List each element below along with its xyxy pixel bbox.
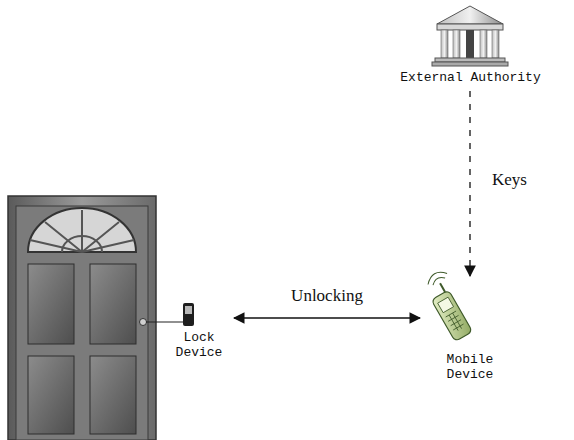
- dashed-arrow: [469, 91, 470, 276]
- authority-node: External Authority: [398, 6, 543, 85]
- door-illustration: [8, 196, 156, 440]
- edge-label: Unlocking: [289, 286, 365, 306]
- lock-device-node: Lock Device: [168, 298, 230, 360]
- authority-building-icon: [432, 6, 508, 66]
- arrow-connector: [234, 317, 420, 318]
- node-label: Lock Device: [168, 330, 230, 360]
- node-label: Mobile Device: [425, 352, 515, 382]
- lock-device-icon: [146, 303, 194, 326]
- mobile-device-node: Mobile Device: [425, 280, 515, 382]
- edge-label: Keys: [490, 170, 529, 190]
- mobile-phone-icon: [421, 268, 479, 341]
- node-label: External Authority: [398, 70, 543, 85]
